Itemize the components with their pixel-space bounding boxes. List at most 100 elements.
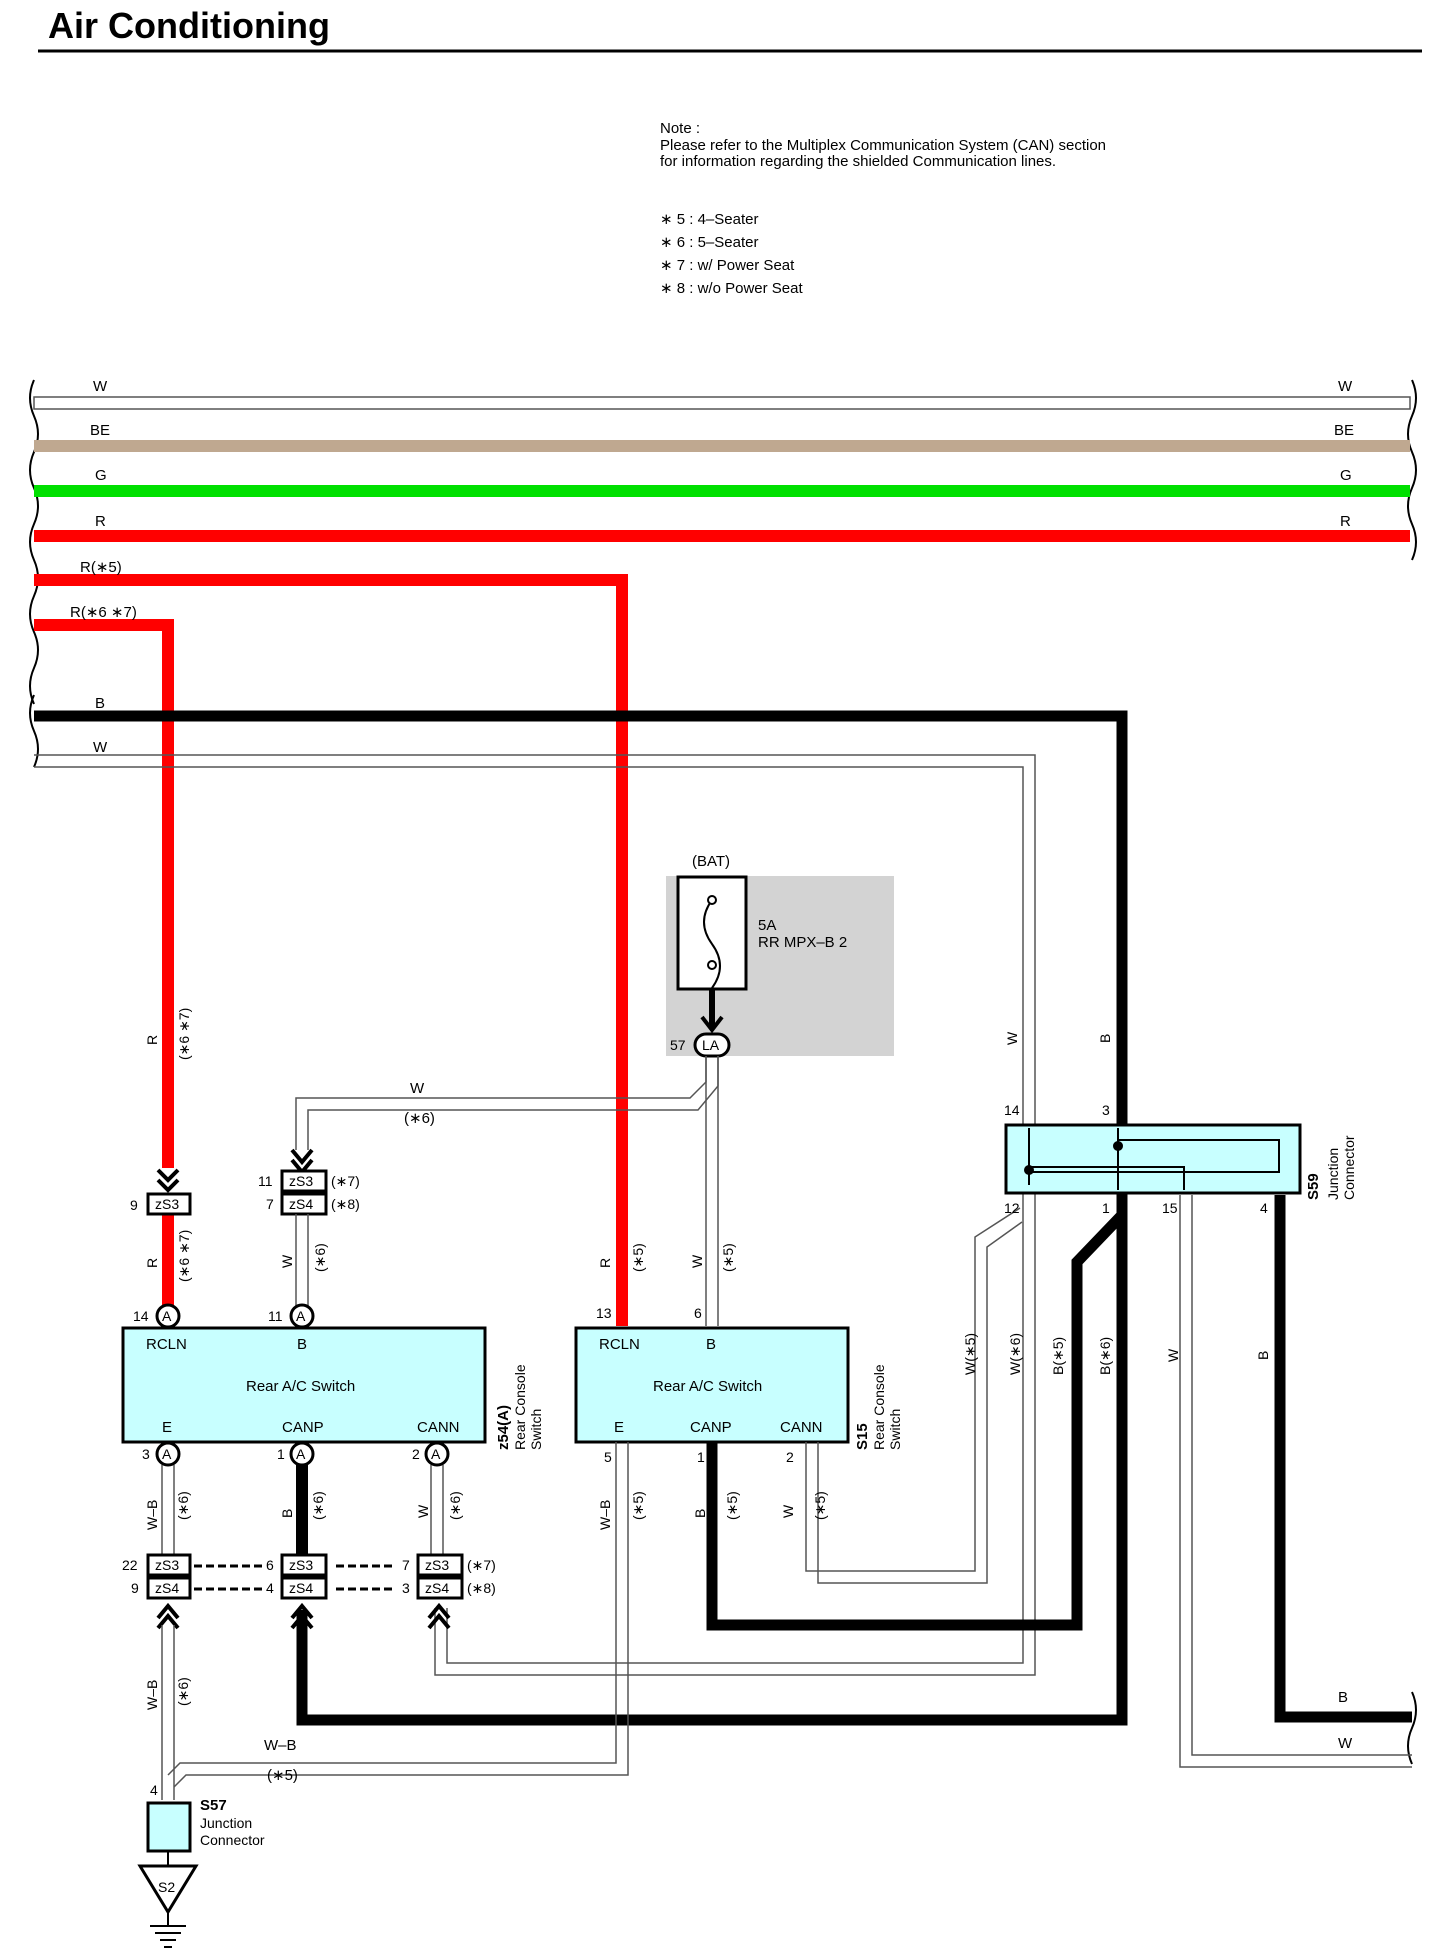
wire-b-right-out [1274,1195,1412,1723]
fuse-source: (BAT) [692,853,730,870]
connector-zs3-left [146,1192,192,1216]
conn-a-3-label: A [162,1446,172,1462]
label-w-r: W [1165,1348,1181,1362]
pin-7b: 7 [402,1557,410,1573]
s59-pin-14: 14 [1004,1102,1020,1118]
label-w6: W(∗6) [1007,1333,1023,1375]
fuse-pin: 57 [670,1037,686,1053]
bus-beige [34,440,1410,452]
conn-a-11-label: A [296,1308,306,1324]
s59-id: S59 [1305,1173,1322,1200]
pin-3: 3 [142,1446,150,1462]
bus-white-top [33,396,1411,410]
switch-a-desc2: Switch [528,1409,544,1450]
pin-11: 11 [258,1173,273,1189]
label-r-67: R(∗6 ∗7) [70,604,137,621]
pin-2: 2 [412,1446,420,1462]
fuse-icon [703,899,721,989]
conn-a-1-label: A [296,1446,306,1462]
switch-a-id: z54(A) [495,1405,512,1450]
ground-symbol-icon [150,1912,186,1948]
label-w-below-note: (∗6) [312,1243,328,1272]
wire-w-mid-down [295,1214,309,1306]
switch-a-name: Rear A/C Switch [246,1378,355,1395]
arrow-icon-w6 [290,1148,314,1176]
wire-wb-left [161,1465,444,1555]
conn-a-2-label: A [431,1446,441,1462]
arrow-icon-low-left [156,1602,180,1630]
note-variant-8: ∗ 8 : w/o Power Seat [660,280,803,297]
fuse-connector-la [693,1032,731,1058]
note-8-low: (∗8) [467,1580,496,1596]
ground-icon [137,1864,199,1915]
pin-7: 7 [266,1196,274,1212]
right-b-label: B [1338,1689,1348,1706]
wire-wb-s57 [161,1625,175,1800]
label-wb3: W–B [144,1680,160,1710]
wire-w-main [34,754,1036,1676]
label-w2: W [780,1504,796,1518]
s57-pin-4: 4 [150,1782,158,1798]
fuse-arrow-icon [700,1015,724,1034]
label-w-mid: W [689,1254,705,1268]
zs3-low-left-label: zS3 [155,1557,179,1573]
switch-b-b: B [706,1336,716,1353]
fuse-rating: 5A [758,917,776,934]
s59-desc2: Connector [1341,1135,1357,1200]
note-8-mid: (∗8) [331,1196,360,1212]
label-r-67-v: R [144,1035,160,1045]
note-heading: Note : [660,120,700,137]
s59-pin-1: 1 [1102,1200,1110,1216]
switch-b-rcln: RCLN [599,1336,640,1353]
label-w1-note: (∗6) [447,1491,463,1520]
lower-connectors: zS3 zS4 22 9 zS3 zS4 6 4 zS3 zS4 7 3 (∗7… [122,1553,496,1600]
switch-a-canp: CANP [282,1419,324,1436]
dash-link-mid [336,1564,396,1591]
zs4-low-right-label: zS4 [425,1580,449,1596]
s59-node-a [1024,1165,1034,1175]
wire-r-67 [34,619,174,1168]
bus-g-label-left: G [95,467,107,484]
connector-zs4-low-mid [280,1576,328,1600]
note-variant-5: ∗ 5 : 4–Seater [660,211,758,228]
wire-w-fuse-s15 [295,1056,719,1326]
fuse-name: RR MPX–B 2 [758,934,847,951]
label-w-vert: W [1004,1031,1020,1045]
label-w-top: W [410,1080,425,1097]
pin-11b: 11 [268,1308,283,1324]
connector-zs4-mid [280,1192,328,1216]
bus-r-label-left: R [95,513,106,530]
label-wb3-note: (∗6) [175,1677,191,1706]
label-b2: B [692,1509,708,1518]
connector-zs3-low-left [146,1553,192,1577]
s57-junction-connector [146,1801,192,1853]
s59-pin-12: 12 [1004,1200,1020,1216]
s59-node-b [1113,1141,1123,1151]
label-wb2-note: (∗5) [630,1491,646,1520]
switch-a-desc1: Rear Console [512,1364,528,1450]
label-wb2: W–B [597,1500,613,1530]
label-b-vert: B [1097,1034,1113,1043]
bus-green [34,485,1410,497]
zs3-mid-label: zS3 [289,1173,313,1189]
arrow-icon-low-mid [290,1602,314,1630]
s59-junction-connector [1004,1123,1302,1195]
connector-a-2 [424,1441,450,1467]
label-b2-note: (∗5) [724,1491,740,1520]
label-r-below: R [144,1258,160,1268]
s59-pin-3: 3 [1102,1102,1110,1118]
switch-b-id: S15 [854,1423,871,1450]
label-wb1: W–B [144,1500,160,1530]
connector-zs3-low-mid [280,1553,328,1577]
dash-link-left [194,1564,262,1591]
label-r-mid-note: (∗5) [630,1243,646,1272]
bus-be-label-right: BE [1334,422,1354,439]
note-7-mid: (∗7) [331,1173,360,1189]
label-w-top-note: (∗6) [404,1110,435,1127]
pin-3b: 3 [402,1580,410,1596]
label-w1: W [415,1504,431,1518]
connector-zs3-low-right [416,1553,464,1577]
wire-b-switch-b [706,1211,1126,1631]
label-wb4-note: (∗5) [267,1767,298,1784]
